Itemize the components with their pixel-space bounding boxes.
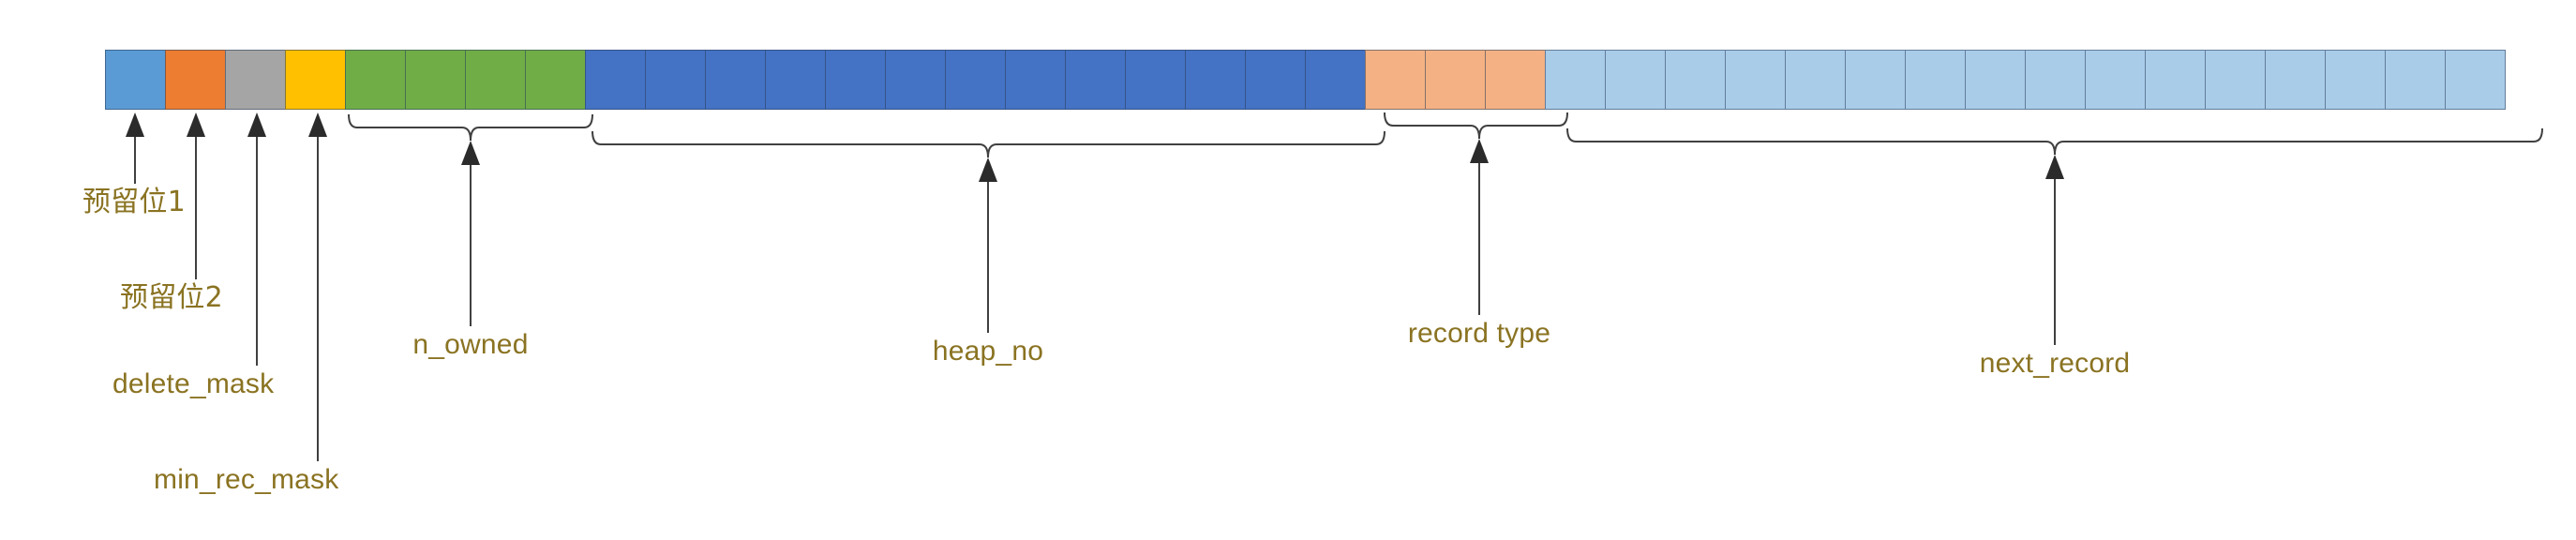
pointer-record_type-head bbox=[1470, 139, 1489, 163]
bar-cell-n-owned bbox=[405, 50, 466, 110]
bar-cell-n-owned bbox=[465, 50, 526, 110]
field-label-reserved2: 预留位2 bbox=[120, 281, 223, 314]
bar-cell-heap-no bbox=[1185, 50, 1246, 110]
bar-cell-next-record bbox=[1725, 50, 1786, 110]
bar-cell-heap-no bbox=[1245, 50, 1306, 110]
bar-cell-heap-no bbox=[825, 50, 886, 110]
field-label-min_rec_mask: min_rec_mask bbox=[154, 464, 339, 495]
bar-cell-heap-no bbox=[1005, 50, 1066, 110]
pointer-reserved2-head bbox=[187, 112, 205, 137]
bar-cell-record-type bbox=[1425, 50, 1486, 110]
bar-cell-next-record bbox=[2325, 50, 2386, 110]
bar-cell-n-owned bbox=[345, 50, 406, 110]
pointer-min_rec_mask-head bbox=[308, 112, 327, 137]
bar-cell-next-record bbox=[2385, 50, 2446, 110]
pointer-next_record-head bbox=[2045, 155, 2064, 179]
bar-cell-next-record bbox=[2205, 50, 2266, 110]
bar-cell-heap-no bbox=[1305, 50, 1366, 110]
bar-cell-reserved-bit-1 bbox=[105, 50, 166, 110]
bar-cell-next-record bbox=[1665, 50, 1726, 110]
field-label-heap_no: heap_no bbox=[932, 336, 1044, 367]
pointer-n_owned-head bbox=[461, 141, 480, 165]
brace bbox=[1566, 128, 2543, 156]
bar-cell-delete-mask bbox=[225, 50, 286, 110]
field-label-delete_mask: delete_mask bbox=[112, 368, 275, 399]
bar-cell-heap-no bbox=[705, 50, 766, 110]
pointer-delete_mask-head bbox=[247, 112, 266, 137]
bar-cell-next-record bbox=[2145, 50, 2206, 110]
bar-cell-min-rec-mask bbox=[285, 50, 346, 110]
bar-cell-next-record bbox=[2445, 50, 2506, 110]
pointer-reserved1-head bbox=[126, 112, 144, 137]
pointer-heap_no-head bbox=[979, 158, 997, 182]
bar-cell-heap-no bbox=[945, 50, 1006, 110]
bar-cell-n-owned bbox=[525, 50, 586, 110]
field-label-reserved1: 预留位1 bbox=[82, 186, 186, 218]
bar-cell-heap-no bbox=[585, 50, 646, 110]
brace bbox=[348, 113, 593, 142]
field-label-record_type: record type bbox=[1407, 318, 1551, 349]
bar-cell-next-record bbox=[1545, 50, 1606, 110]
bar-cell-heap-no bbox=[645, 50, 706, 110]
bar-cell-next-record bbox=[1605, 50, 1666, 110]
bar-cell-next-record bbox=[1965, 50, 2026, 110]
field-label-next_record: next_record bbox=[1979, 348, 2131, 379]
bar-cell-next-record bbox=[2085, 50, 2146, 110]
bar-cell-reserved-bit-2 bbox=[165, 50, 226, 110]
bar-cell-heap-no bbox=[885, 50, 946, 110]
brace bbox=[592, 130, 1385, 158]
bar-cell-record-type bbox=[1485, 50, 1546, 110]
bar-cell-record-type bbox=[1365, 50, 1426, 110]
bar-cell-heap-no bbox=[1065, 50, 1126, 110]
bar-cell-next-record bbox=[1905, 50, 1966, 110]
bar-cell-next-record bbox=[2025, 50, 2086, 110]
bar-cell-heap-no bbox=[1125, 50, 1186, 110]
bar-cell-heap-no bbox=[765, 50, 826, 110]
bar-cell-next-record bbox=[1845, 50, 1906, 110]
field-label-n_owned: n_owned bbox=[412, 329, 529, 360]
record-header-bar bbox=[105, 50, 2542, 110]
brace bbox=[1384, 112, 1568, 140]
bar-cell-next-record bbox=[2265, 50, 2326, 110]
bar-cell-next-record bbox=[1785, 50, 1846, 110]
